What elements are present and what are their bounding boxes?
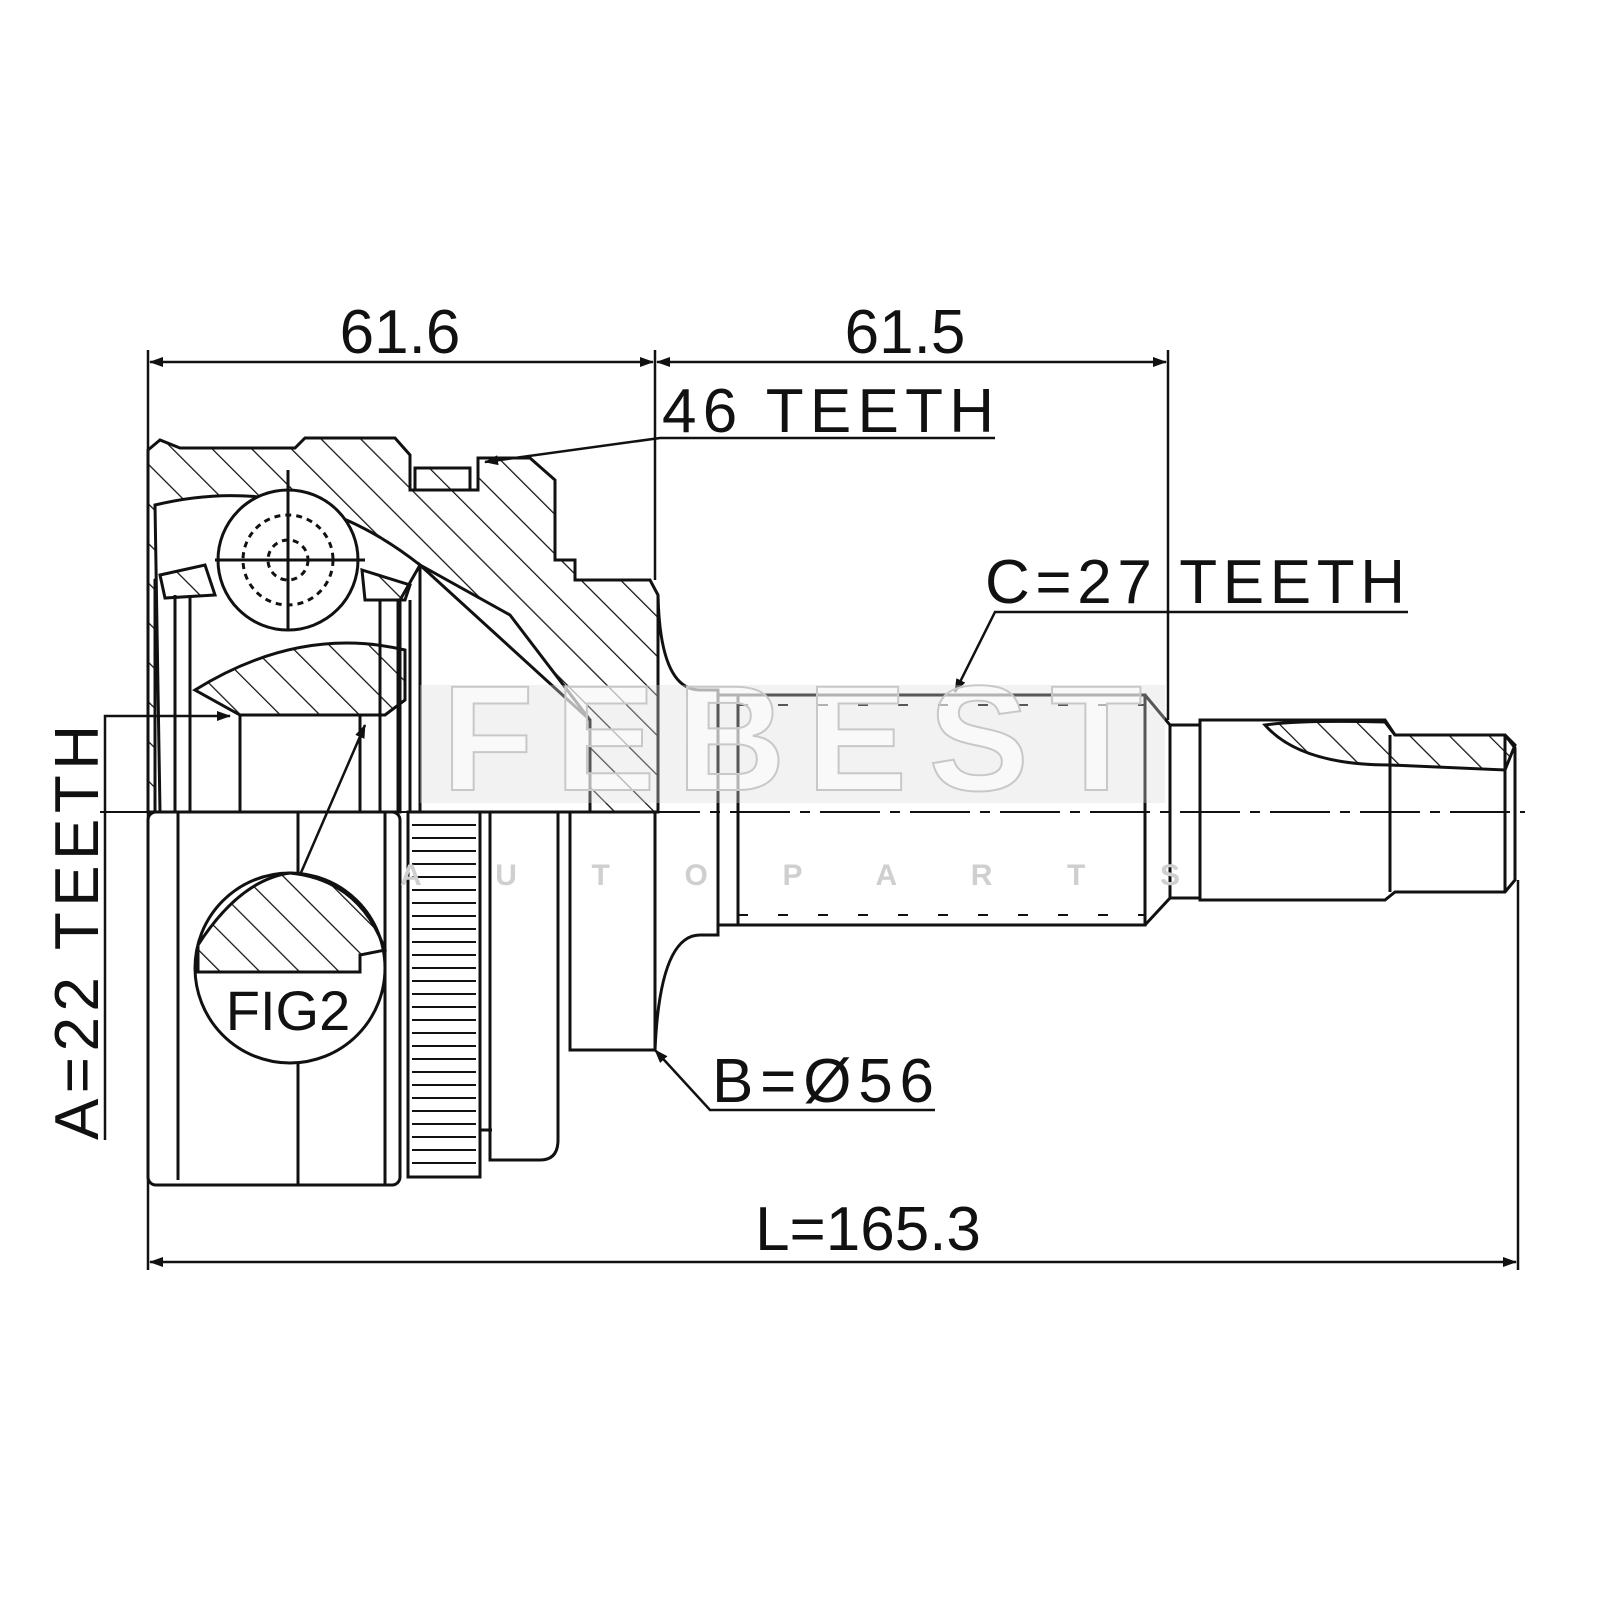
label-46-teeth: 46 TEETH: [662, 377, 994, 446]
inner-race: [192, 641, 407, 717]
label-a-22-teeth: A=22 TEETH: [43, 725, 112, 1140]
label-fig2: FIG2: [226, 979, 350, 1042]
label-b-56: B=Ø56: [712, 1047, 934, 1116]
dimension-lines: [103, 350, 1520, 1270]
dimension-61-6: 61.6: [340, 298, 461, 367]
dimension-61-5: 61.5: [845, 298, 966, 367]
label-c-27-teeth: C=27 TEETH: [985, 548, 1405, 617]
abs-ring-teeth: [412, 824, 476, 1164]
part-outline: [146, 436, 1517, 1187]
watermark-subtitle: A U T O P A R T S: [400, 859, 1180, 892]
label-l-165-3: L=165.3: [755, 1195, 981, 1264]
